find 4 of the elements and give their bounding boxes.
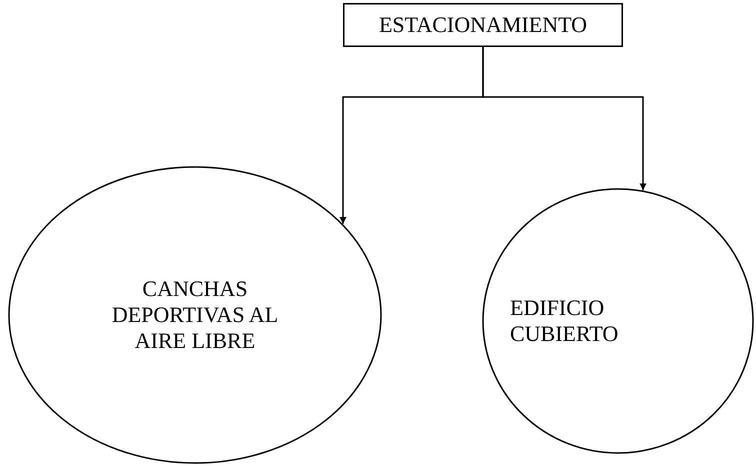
box-label: ESTACIONAMIENTO <box>378 12 588 38</box>
ellipse-label: CANCHAS DEPORTIVAS AL AIRE LIBRE <box>110 276 280 354</box>
connector-arrow <box>482 47 646 190</box>
circle-label: EDIFICIO CUBIERTO <box>510 295 620 347</box>
